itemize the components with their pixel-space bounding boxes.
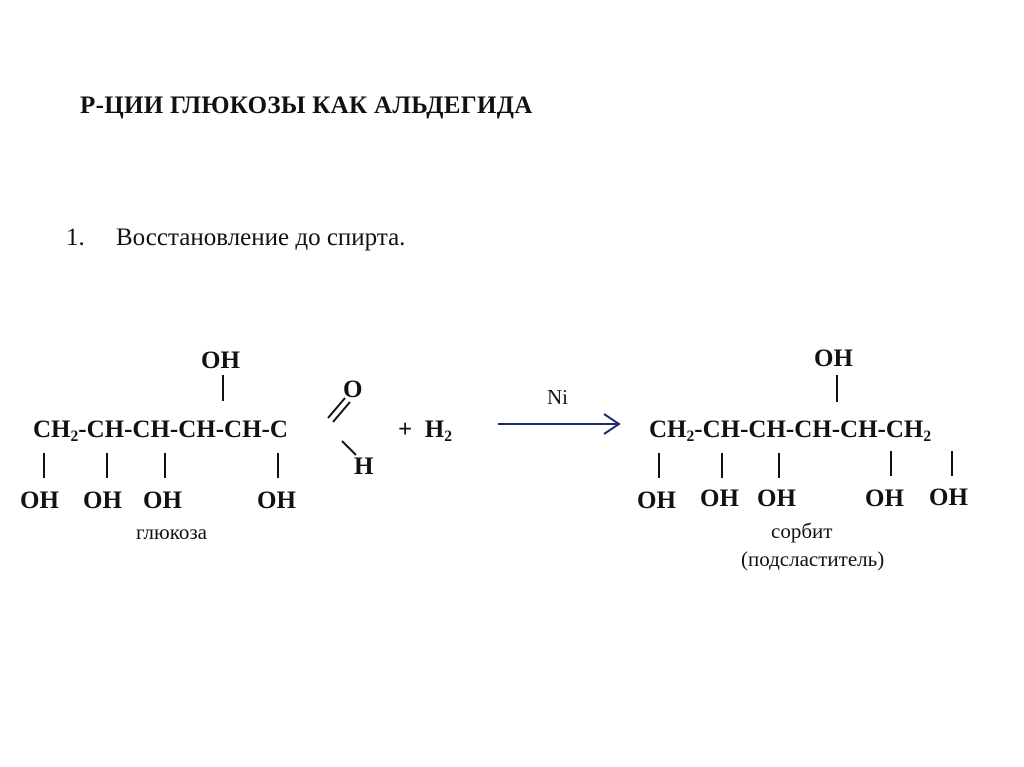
glucose-bond-4 <box>277 453 279 478</box>
reagent-h-sub: 2 <box>444 427 452 445</box>
list-text: Восстановление до спирта. <box>116 224 406 251</box>
sorbitol-oh-2: OH <box>700 485 739 512</box>
reaction-arrow-head <box>603 413 621 435</box>
sorbitol-oh-5: OH <box>929 484 968 511</box>
carbonyl-double-bond-2 <box>332 401 351 423</box>
sorbitol-bond-1 <box>658 453 660 478</box>
slide-title: Р-ЦИИ ГЛЮКОЗЫ КАК АЛЬДЕГИДА <box>80 92 533 119</box>
reagent-plus: + <box>398 416 413 443</box>
list-number: 1. <box>66 224 85 251</box>
glucose-bond-1 <box>43 453 45 478</box>
sorbitol-oh-1: OH <box>637 487 676 514</box>
glucose-name: глюкоза <box>136 520 207 544</box>
glucose-aldehyde-h: H <box>354 453 374 480</box>
glucose-bond-3 <box>164 453 166 478</box>
sorbitol-chain-mid: -CH-CH-CH-CH-CH <box>694 416 924 443</box>
glucose-oh-3: OH <box>143 487 182 514</box>
sorbitol-name: сорбит <box>771 519 833 543</box>
reaction-arrow <box>498 413 621 435</box>
sorbitol-bond-4 <box>890 451 892 476</box>
glucose-chain-ch2: CH <box>33 416 71 443</box>
glucose-top-oh: OH <box>201 347 240 374</box>
sorbitol-oh-4: OH <box>865 485 904 512</box>
glucose-chain-rest: -CH-CH-CH-CH-C <box>78 416 288 443</box>
glucose-oh-2: OH <box>83 487 122 514</box>
glucose-carbonyl-o: O <box>343 376 363 403</box>
glucose-bond-2 <box>106 453 108 478</box>
sorbitol-bond-5 <box>951 451 953 476</box>
glucose-oh-1: OH <box>20 487 59 514</box>
glucose-chain: CH2-CH-CH-CH-CH-C <box>33 416 288 445</box>
sorbitol-top-oh: OH <box>814 345 853 372</box>
glucose-chain-sub: 2 <box>70 427 79 445</box>
sorbitol-top-bond <box>836 375 838 402</box>
sorbitol-subtitle: (подсластитель) <box>741 547 885 571</box>
reagent-h2: + H2 <box>398 416 452 445</box>
sorbitol-chain-sub-2: 2 <box>923 427 932 445</box>
sorbitol-chain-sub-1: 2 <box>686 427 695 445</box>
sorbitol-chain-ch2: CH <box>649 416 687 443</box>
glucose-top-bond <box>222 375 224 401</box>
reagent-h: H <box>424 416 445 443</box>
sorbitol-oh-3: OH <box>757 485 796 512</box>
list-item-reduction: 1. Восстановление до спирта. <box>66 224 405 252</box>
sorbitol-bond-3 <box>778 453 780 478</box>
sorbitol-bond-2 <box>721 453 723 478</box>
catalyst-label: Ni <box>547 385 568 409</box>
sorbitol-chain: CH2-CH-CH-CH-CH-CH2 <box>649 416 932 445</box>
glucose-oh-4: OH <box>257 487 296 514</box>
